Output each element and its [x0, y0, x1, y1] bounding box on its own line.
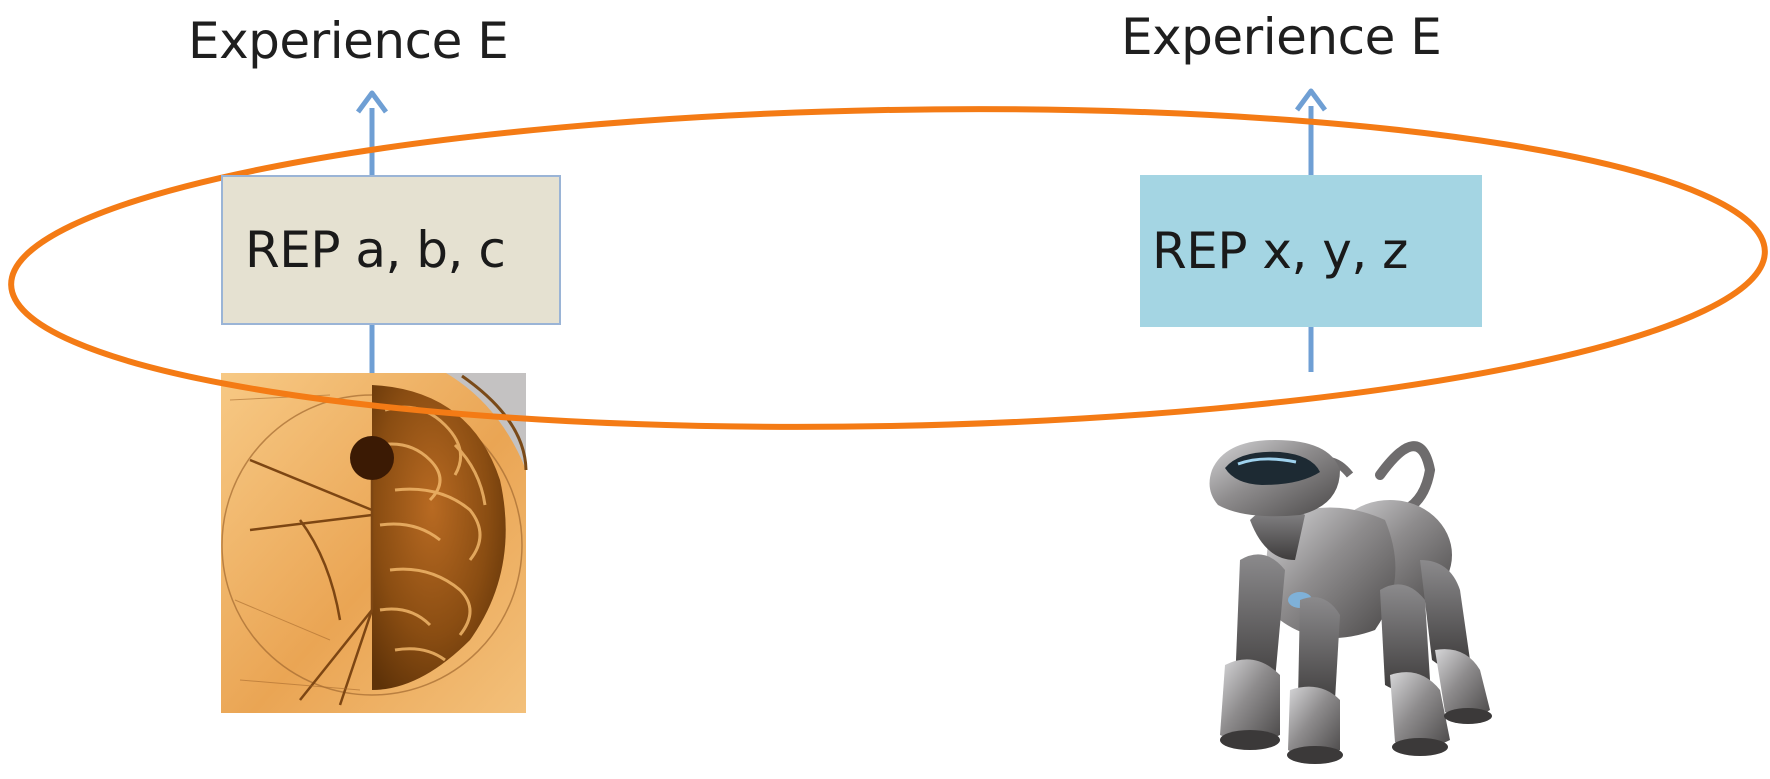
shared-representation-ellipse [8, 106, 1768, 430]
left-experience-label: Experience E [188, 12, 509, 70]
right-representation-label: REP x, y, z [1152, 222, 1408, 280]
left-representation-label: REP a, b, c [245, 221, 506, 279]
right-experience-label: Experience E [1121, 8, 1442, 66]
arrow-right-output [1294, 88, 1328, 175]
left-representation-box: REP a, b, c [221, 175, 561, 325]
arrow-left-output [355, 90, 389, 175]
robot-dog-image [1209, 440, 1492, 764]
right-representation-box: REP x, y, z [1140, 175, 1482, 327]
vitruvian-brain-image [221, 373, 528, 713]
